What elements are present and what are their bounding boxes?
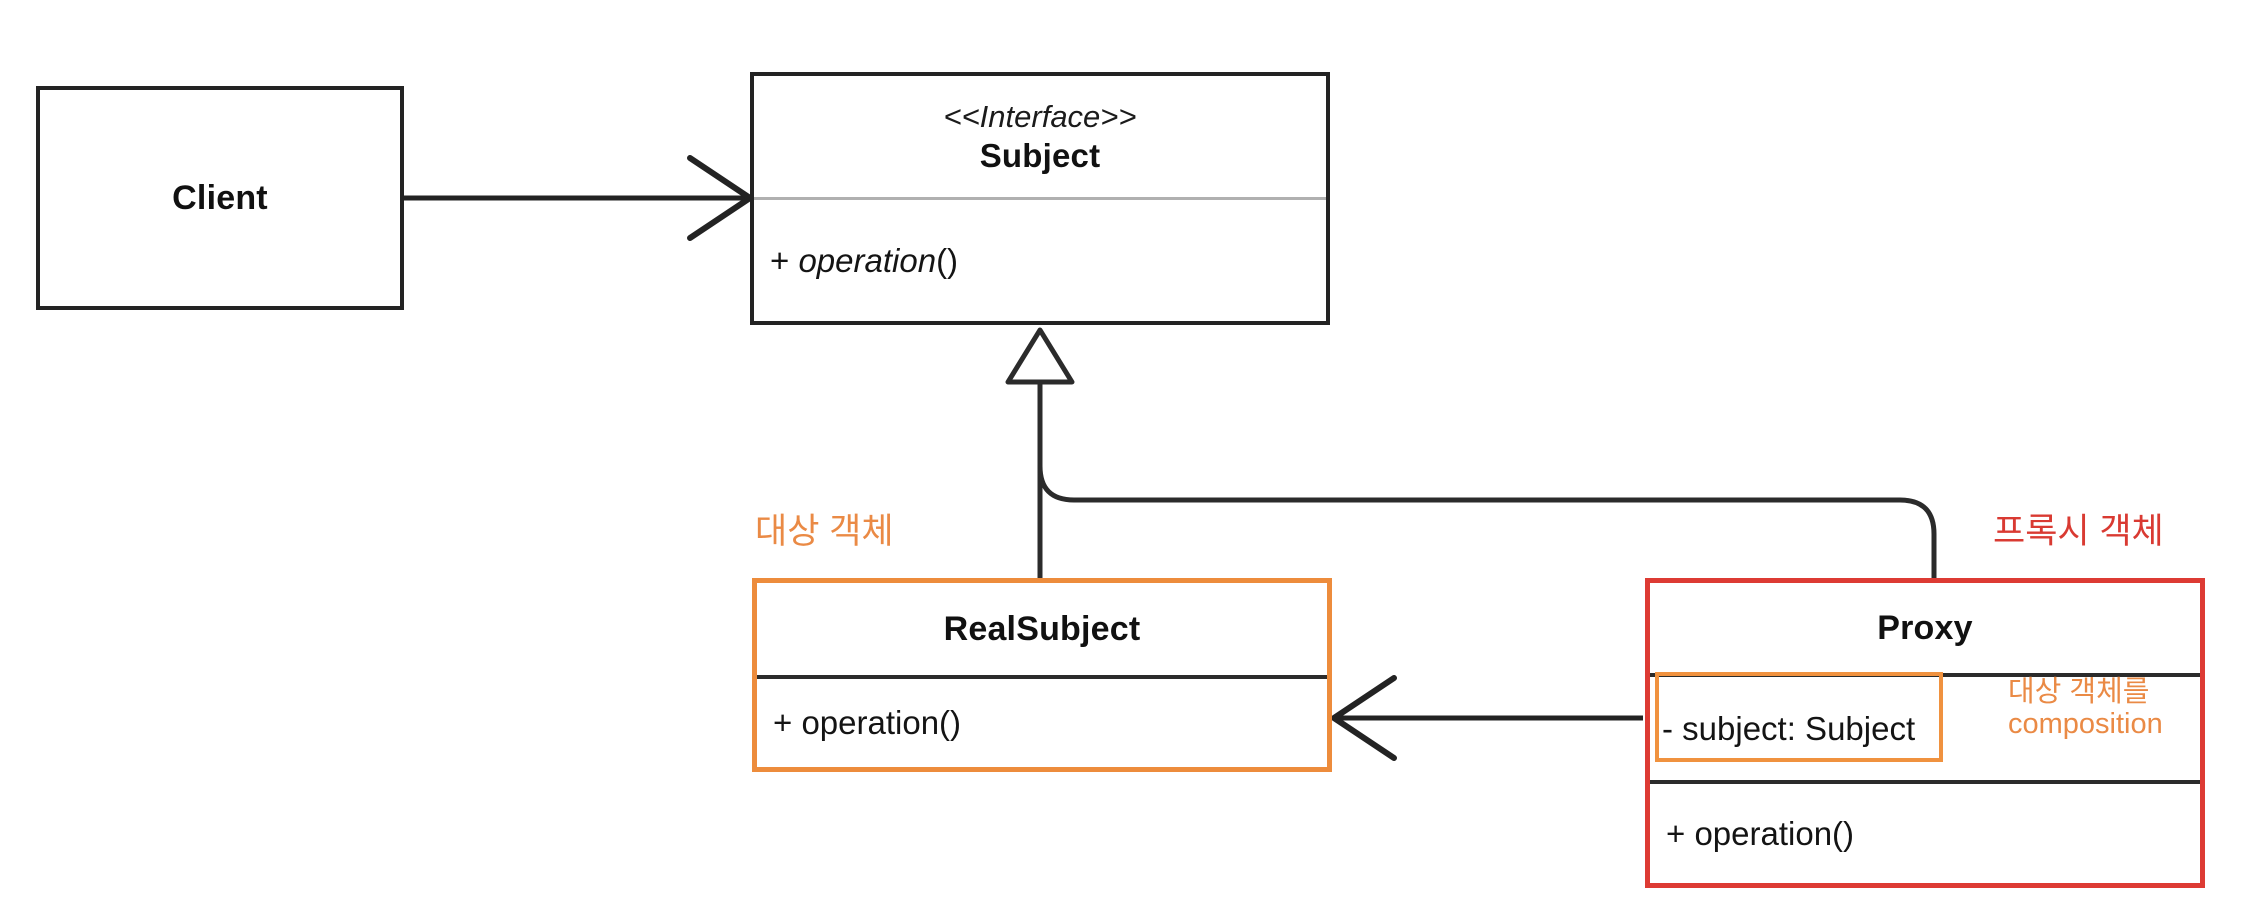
connector-generalization-tree	[1037, 382, 1937, 581]
client-class-name: Client	[172, 178, 268, 217]
subject-operations-compartment: + operation()	[754, 197, 1326, 321]
subject-class-name: Subject	[979, 136, 1101, 174]
class-box-client[interactable]: Client	[36, 86, 404, 310]
proxy-operation-row: + operation()	[1666, 814, 1855, 852]
proxy-subject-field: - subject: Subject	[1662, 709, 1916, 747]
proxy-annotation-label: 프록시 객체	[1993, 512, 2164, 551]
subject-field-highlight	[1655, 672, 1943, 762]
proxy-name-compartment: Proxy	[1650, 583, 2200, 673]
realsubject-class-name: RealSubject	[943, 609, 1141, 648]
realsubject-operations-compartment: + operation()	[757, 675, 1327, 767]
subject-operation-visibility: +	[770, 241, 799, 279]
realsubject-operation-row: + operation()	[773, 704, 962, 741]
composition-note: 대상 객체를 composition	[2008, 676, 2163, 741]
realsubject-name-compartment: RealSubject	[757, 583, 1327, 675]
class-box-realsubject[interactable]: RealSubject + operation()	[752, 578, 1332, 772]
generalization-arrowhead	[1005, 327, 1075, 385]
subject-operation-parens: ()	[936, 241, 959, 279]
subject-operation-method: operation	[798, 241, 937, 279]
composition-note-line-2: composition	[2008, 708, 2163, 741]
client-name-compartment: Client	[40, 90, 400, 306]
subject-name-compartment: <<Interface>> Subject	[754, 76, 1326, 197]
subject-stereotype: <<Interface>>	[943, 98, 1137, 134]
connector-client-to-subject	[404, 155, 753, 241]
proxy-class-name: Proxy	[1877, 608, 1973, 647]
class-box-proxy[interactable]: Proxy - subject: Subject + operation()	[1645, 578, 2205, 888]
subject-operation-row: + operation()	[754, 242, 1326, 280]
proxy-operations-compartment: + operation()	[1650, 780, 2200, 883]
realsubject-annotation-label: 대상 객체	[755, 512, 894, 551]
composition-note-line-1: 대상 객체를	[2008, 676, 2150, 708]
connector-proxy-to-realsubject	[1331, 675, 1643, 761]
class-box-subject[interactable]: <<Interface>> Subject + operation()	[750, 72, 1330, 325]
